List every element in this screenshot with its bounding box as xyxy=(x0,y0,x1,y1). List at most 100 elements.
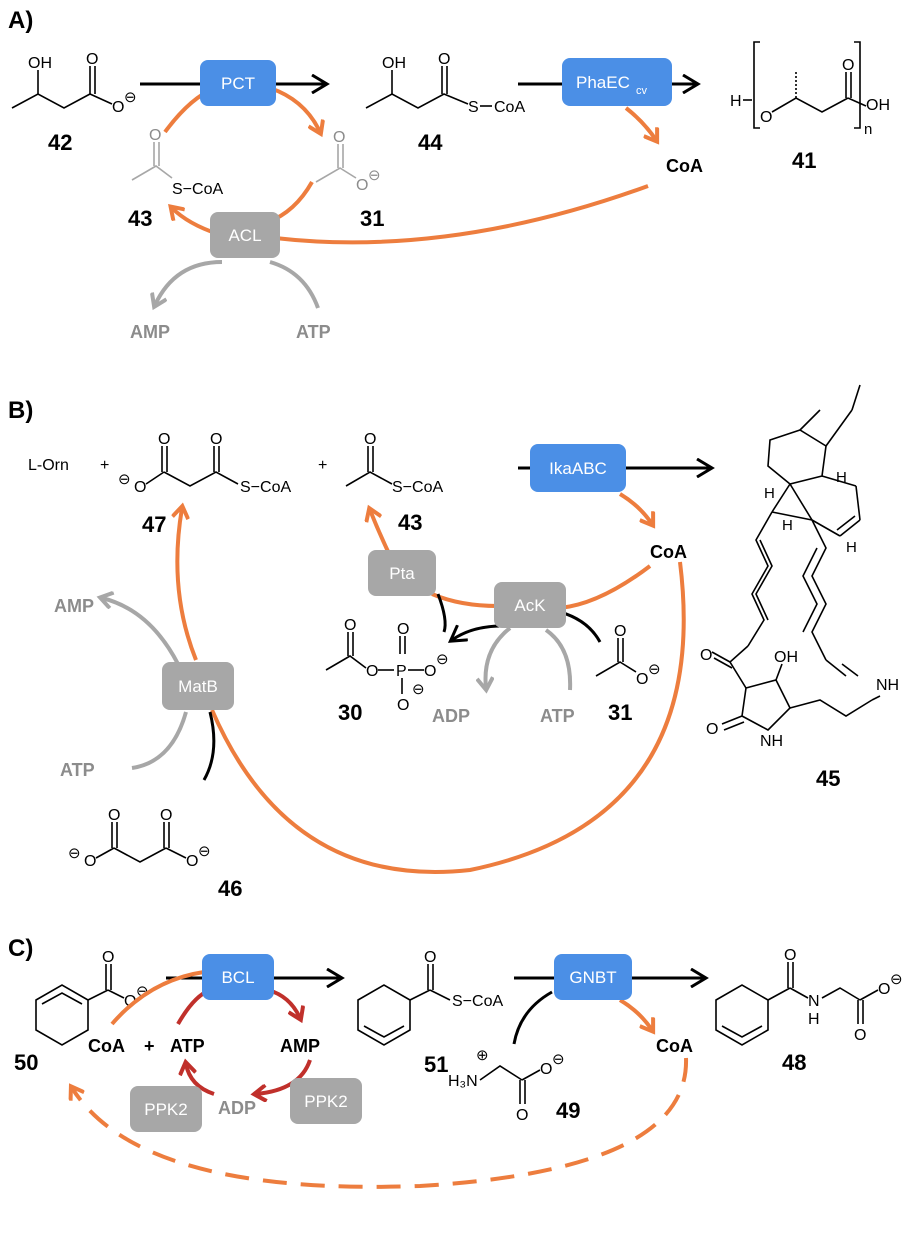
svg-text:⊖: ⊖ xyxy=(198,843,211,860)
charge-plus-icon: ⊕ xyxy=(476,1047,489,1064)
compound-44-structure: OH O S CoA xyxy=(365,51,525,116)
enzyme-ikaabc-label: IkaABC xyxy=(549,459,607,478)
svg-text:O: O xyxy=(614,623,626,640)
svg-text:O: O xyxy=(124,993,136,1010)
coa-recycle-dashed-arrow xyxy=(72,1057,689,1189)
compound-41-number: 41 xyxy=(792,148,816,173)
svg-text:O: O xyxy=(842,57,854,74)
svg-text:O: O xyxy=(700,647,712,664)
svg-text:O: O xyxy=(108,807,120,824)
compound-30-number: 30 xyxy=(338,700,362,725)
charge-minus-icon: ⊖ xyxy=(124,89,137,106)
panel-b-label: B) xyxy=(8,397,33,424)
hydroxyl-end-label: OH xyxy=(866,97,890,114)
coa-label-c-right: CoA xyxy=(656,1036,693,1056)
compound-43-b-number: 43 xyxy=(398,510,422,535)
svg-text:O: O xyxy=(424,663,436,680)
svg-text:O: O xyxy=(134,479,146,496)
atp-label-c: ATP xyxy=(170,1036,205,1056)
compound-51-number: 51 xyxy=(424,1052,448,1077)
coa-group-label: CoA xyxy=(494,99,525,116)
coa-release-arrow-b xyxy=(618,492,652,524)
phosphorus-label: P xyxy=(396,663,407,680)
coa-input-arrow-bcl xyxy=(110,970,205,1026)
compound-43-structure: O S−CoA xyxy=(131,127,223,198)
compound-43-number: 43 xyxy=(128,206,152,231)
compound-49-number: 49 xyxy=(556,1098,580,1123)
svg-text:O: O xyxy=(84,853,96,870)
plus-sign-c: + xyxy=(144,1036,155,1056)
enzyme-ppk2-left-box xyxy=(130,1086,202,1132)
atp-label: ATP xyxy=(296,322,331,342)
svg-text:O: O xyxy=(333,129,345,146)
compound-49-structure: ⊕ H₃N O O ⊖ xyxy=(448,1047,565,1124)
svg-text:O: O xyxy=(160,807,172,824)
enzyme-matb-label: MatB xyxy=(178,677,218,696)
oxygen-label: O xyxy=(760,109,772,126)
enzyme-pct-box xyxy=(200,60,276,106)
atp-input-arrow-b xyxy=(544,628,573,691)
compound-51-structure: O S−CoA xyxy=(357,949,503,1046)
svg-text:⊖: ⊖ xyxy=(552,1051,565,1068)
compound-50-number: 50 xyxy=(14,1050,38,1075)
enzyme-ack-box xyxy=(494,582,566,628)
acetylphosphate-arrow xyxy=(452,624,503,640)
glycine-input-line xyxy=(512,990,553,1045)
l-ornithine-label: L-Orn xyxy=(28,457,69,474)
svg-text:O: O xyxy=(356,177,368,194)
atp-label-b-mid: ATP xyxy=(540,706,575,726)
svg-text:O: O xyxy=(878,981,890,998)
compound-50-structure: O O ⊖ xyxy=(35,949,149,1046)
atp-input-arrow-b-left xyxy=(131,711,188,770)
amp-label-c: AMP xyxy=(280,1036,320,1056)
compound-47-structure: ⊖ O O O S−CoA xyxy=(118,431,291,496)
s-coa-label: S−CoA xyxy=(240,479,291,496)
svg-text:O: O xyxy=(149,127,161,144)
enzyme-bcl-box xyxy=(202,954,274,1000)
plus-sign: + xyxy=(100,457,109,474)
coa-recycle-arrow-matb xyxy=(210,561,686,874)
adp-release-arrow xyxy=(486,626,512,688)
compound-31-b-number: 31 xyxy=(608,700,632,725)
svg-text:OH: OH xyxy=(382,55,406,72)
svg-text:O: O xyxy=(540,1061,552,1078)
atp-input-arrow xyxy=(269,260,320,309)
compound-48-number: 48 xyxy=(782,1050,806,1075)
plus-sign: + xyxy=(318,457,327,474)
svg-text:O: O xyxy=(424,949,436,966)
panel-c: C) O O ⊖ 50 BCL CoA + ATP AMP PPK2 PPK2 xyxy=(8,935,903,1189)
svg-text:O: O xyxy=(344,617,356,634)
svg-text:O: O xyxy=(516,1107,528,1124)
s-coa-label: S−CoA xyxy=(452,993,503,1010)
compound-48-structure: O N H O O ⊖ xyxy=(715,947,903,1046)
enzyme-gnbt-label: GNBT xyxy=(569,968,616,987)
compound-31-b-structure: O O ⊖ xyxy=(595,623,661,688)
svg-text:⊖: ⊖ xyxy=(68,845,81,862)
repeat-n-label: n xyxy=(864,121,872,138)
pta-acetylphosphate-line xyxy=(436,593,447,633)
compound-45-structure: H H H H O OH O NH NH xyxy=(700,384,899,750)
enzyme-phaec-subscript: cv xyxy=(636,85,648,97)
svg-text:O: O xyxy=(784,947,796,964)
compound-46-number: 46 xyxy=(218,876,242,901)
svg-text:O: O xyxy=(438,51,450,68)
coa-to-ack-arrow xyxy=(559,564,652,610)
compound-43-b-structure: O S−CoA xyxy=(345,431,443,496)
hydroxyl-label: OH xyxy=(774,649,798,666)
compound-30-structure: O O P O O ⊖ O ⊖ xyxy=(325,617,449,714)
coa-recycle-arrow xyxy=(274,184,649,245)
enzyme-ppk2-right-box xyxy=(290,1078,362,1124)
svg-text:⊖: ⊖ xyxy=(412,681,425,698)
enzyme-pta-box xyxy=(368,550,436,596)
enzyme-ack-label: AcK xyxy=(514,596,546,615)
svg-text:O: O xyxy=(158,431,170,448)
coa-label-a: CoA xyxy=(666,156,703,176)
amp-release-arrow xyxy=(155,260,223,305)
enzyme-acl-label: ACL xyxy=(228,226,261,245)
s-coa-label: S−CoA xyxy=(172,181,223,198)
panel-a: A) OH O O ⊖ 42 PCT O S−CoA 43 xyxy=(8,7,890,342)
svg-text:O: O xyxy=(186,853,198,870)
svg-text:O: O xyxy=(366,663,378,680)
hydrogen-label: H xyxy=(846,539,857,556)
amide-n-label: N xyxy=(808,993,820,1010)
